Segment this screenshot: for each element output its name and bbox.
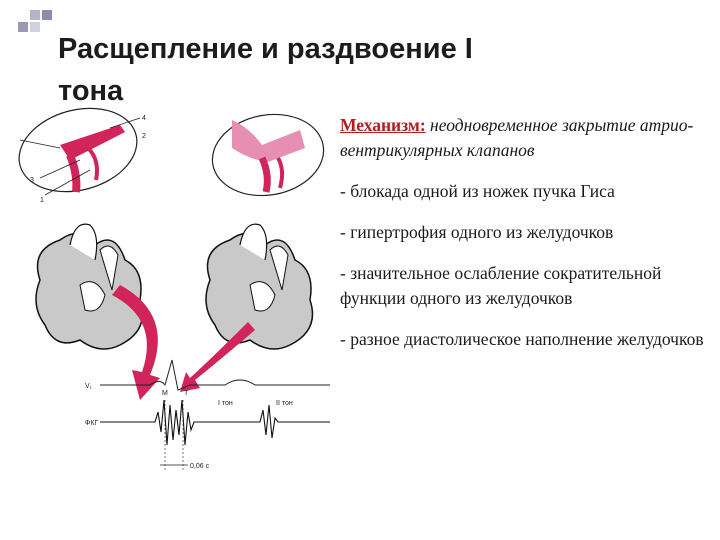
label-number-2: 2 xyxy=(142,133,146,140)
heart-valve-illustration: 4 3 1 2 V₁ M T ФКГ I тон II тон xyxy=(18,107,330,470)
interval-label: 0,06 с xyxy=(190,463,210,470)
ecg-trace: V₁ M T xyxy=(85,359,330,397)
point-3: - значительное ослабление сократительной… xyxy=(340,263,662,308)
m-label: M xyxy=(162,390,168,397)
tone1-label: I тон xyxy=(218,400,233,407)
ecg-label: V₁ xyxy=(85,383,93,390)
pcg-label: ФКГ xyxy=(85,420,98,427)
label-number-3: 3 xyxy=(30,177,34,184)
title-line-1: Расщепление и раздвоение I xyxy=(58,33,473,65)
valve-diagram-right xyxy=(211,113,325,197)
heart-left xyxy=(35,223,144,350)
corner-decoration xyxy=(18,10,52,32)
arrow-left xyxy=(112,285,160,400)
mechanism-description: неодновременное закрытие атрио-вентрикул… xyxy=(340,115,694,160)
t-label: T xyxy=(184,390,189,397)
valve-diagram-left: 4 3 1 2 xyxy=(18,107,146,204)
point-2: - гипертрофия одного из желудочков xyxy=(340,222,614,242)
tone2-label: II тон xyxy=(276,400,293,407)
point-4: - разное диастолическое наполнение желуд… xyxy=(340,329,704,349)
pcg-trace: ФКГ I тон II тон 0,06 с xyxy=(85,399,330,470)
label-number-1: 1 xyxy=(40,197,44,204)
label-number-4: 4 xyxy=(142,115,146,122)
mechanism-label: Механизм: xyxy=(340,115,426,135)
arrow-right xyxy=(180,322,255,392)
mechanism-paragraph: Механизм: неодновременное закрытие атрио… xyxy=(340,113,712,163)
title-line-2: тона xyxy=(58,75,124,107)
heart-right xyxy=(205,223,314,350)
mechanism-text-column: Механизм: неодновременное закрытие атрио… xyxy=(340,113,712,368)
point-1: - блокада одной из ножек пучка Гиса xyxy=(340,181,615,201)
slide-title: Расщепление и раздвоение I тона xyxy=(58,28,658,112)
